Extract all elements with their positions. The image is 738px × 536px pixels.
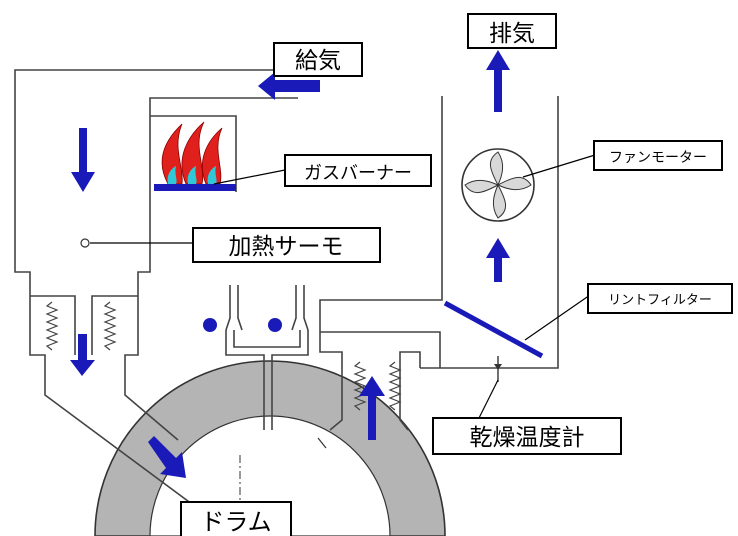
- bellows-right-2: [388, 361, 402, 411]
- label-gas-burner-text: ガスバーナー: [304, 163, 412, 184]
- exhaust-duct-right-wall: [420, 96, 559, 369]
- fan-blade-2: [496, 177, 532, 191]
- exhaust-duct-inner: [320, 331, 441, 368]
- label-drum-box: [180, 501, 292, 536]
- label-fan-motor-text: ファンモーター: [609, 150, 707, 166]
- label-drying-thermometer-box: [432, 417, 622, 455]
- pipe-left-outer: [225, 285, 231, 331]
- label-supply-air: 給気: [273, 42, 363, 77]
- label-lint-filter: リントフィルター: [587, 283, 733, 314]
- fan-blade-1: [490, 151, 504, 187]
- label-gas-burner: ガスバーナー: [284, 154, 432, 187]
- fan-blade-3: [492, 183, 506, 219]
- label-heating-thermostat-text: 加熱サーモ: [229, 234, 344, 260]
- arrow-down-lower: [70, 334, 95, 376]
- label-heating-thermostat-box: [192, 227, 381, 263]
- bellows-center: [103, 301, 117, 351]
- exhaust-duct: [319, 96, 559, 431]
- arrow-up-exhaust: [359, 376, 385, 440]
- fan-icon: [461, 148, 535, 222]
- lint-filter-screen: [443, 300, 544, 359]
- supply-duct-right-collar: [91, 295, 138, 355]
- leader-gas-burner: [213, 169, 286, 185]
- airflow-arrows: [70, 50, 510, 478]
- label-lint-filter-box: [587, 283, 733, 314]
- label-exhaust-box: [467, 13, 557, 49]
- exhaust-lower-left: [319, 332, 343, 431]
- arrow-exhaust-out: [486, 50, 510, 112]
- flame-core-2: [187, 166, 197, 184]
- exhaust-lower-right: [399, 351, 421, 431]
- exhaust-duct-left-wall: [319, 96, 443, 332]
- pipe-bottom-right: [271, 330, 309, 430]
- label-fan-motor-box: [593, 140, 723, 171]
- pipe-right-outer: [303, 285, 309, 331]
- burner-box: [150, 115, 237, 192]
- supply-duct-right-wall: [137, 97, 298, 296]
- label-drying-thermometer-text: 乾燥温度計: [470, 425, 585, 451]
- leader-thermometer: [477, 379, 499, 421]
- gas-burner-assembly: [150, 115, 237, 192]
- label-exhaust: 排気: [467, 13, 557, 49]
- leader-lint-filter: [524, 294, 591, 341]
- pipe-right-inner: [291, 285, 297, 331]
- flame-core-1: [167, 166, 177, 184]
- bellows-right-1: [353, 361, 367, 411]
- sensor-pipes: [203, 285, 309, 430]
- supply-duct-lower-right: [124, 296, 179, 441]
- sensor-ball-right: [268, 318, 282, 332]
- bellows-left: [45, 301, 59, 351]
- label-lint-filter-text: リントフィルター: [608, 293, 712, 308]
- flame-3: [201, 127, 223, 185]
- arrow-supply-in: [258, 72, 320, 100]
- supply-duct-left-wall: [14, 69, 298, 296]
- label-supply-air-text: 給気: [295, 48, 341, 74]
- burner-pipe: [154, 184, 236, 191]
- fan-blade-4: [464, 179, 500, 193]
- label-drum: ドラム: [180, 501, 292, 536]
- label-drying-thermometer: 乾燥温度計: [432, 417, 622, 455]
- leader-lines: [90, 154, 596, 421]
- arrow-into-drum: [148, 436, 186, 478]
- label-supply-air-box: [273, 42, 363, 77]
- pipe-left-inner: [237, 285, 243, 331]
- drum-mark: [317, 437, 327, 449]
- label-exhaust-text: 排気: [489, 21, 535, 47]
- label-drum-text: ドラム: [200, 508, 271, 536]
- label-fan-motor: ファンモーター: [593, 140, 723, 171]
- thermostat-sensor: [80, 238, 90, 248]
- sensor-ball-left: [203, 318, 217, 332]
- leader-fan-motor: [522, 154, 596, 178]
- flame-core-3: [207, 166, 217, 184]
- arrow-down-left: [71, 128, 95, 192]
- supply-duct-lower-left: [29, 296, 201, 511]
- pipe-cross: [233, 330, 301, 348]
- label-heating-thermostat: 加熱サーモ: [192, 227, 381, 263]
- supply-duct-left-collar: [30, 295, 76, 355]
- label-gas-burner-box: [284, 154, 432, 187]
- pipe-bottom-left: [225, 330, 265, 430]
- flame-1: [161, 123, 183, 185]
- arrow-up-fan: [486, 238, 510, 282]
- thermometer-tip: [494, 364, 502, 370]
- supply-duct: [14, 69, 298, 511]
